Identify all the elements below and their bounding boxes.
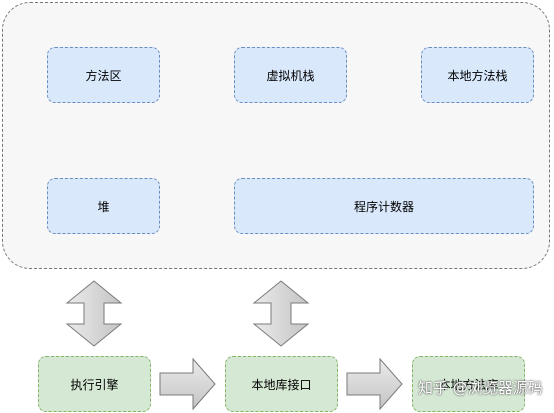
native-interface-box: 本地库接口 bbox=[225, 356, 338, 412]
right-arrow-icon bbox=[346, 357, 403, 411]
method-area-label: 方法区 bbox=[85, 68, 122, 83]
native-method-stack-box: 本地方法栈 bbox=[421, 47, 534, 103]
native-library-label: 本地方法库 bbox=[438, 377, 499, 392]
native-interface-label: 本地库接口 bbox=[251, 377, 312, 392]
execution-engine-box: 执行引擎 bbox=[38, 356, 151, 412]
heap-label: 堆 bbox=[97, 199, 110, 214]
execution-engine-label: 执行引擎 bbox=[70, 377, 119, 392]
program-counter-box: 程序计数器 bbox=[234, 178, 534, 234]
native-method-stack-label: 本地方法栈 bbox=[447, 68, 508, 83]
vm-stack-label: 虚拟机栈 bbox=[266, 68, 315, 83]
watermark: 知乎 @浏览器源码 bbox=[418, 379, 543, 397]
right-arrow-icon bbox=[159, 357, 216, 411]
program-counter-label: 程序计数器 bbox=[353, 199, 414, 214]
heap-box: 堆 bbox=[47, 178, 160, 234]
vm-stack-box: 虚拟机栈 bbox=[234, 47, 347, 103]
double-arrow-icon bbox=[252, 280, 310, 347]
double-arrow-icon bbox=[65, 280, 123, 347]
native-library-box: 本地方法库 bbox=[412, 356, 525, 412]
method-area-box: 方法区 bbox=[47, 47, 160, 103]
